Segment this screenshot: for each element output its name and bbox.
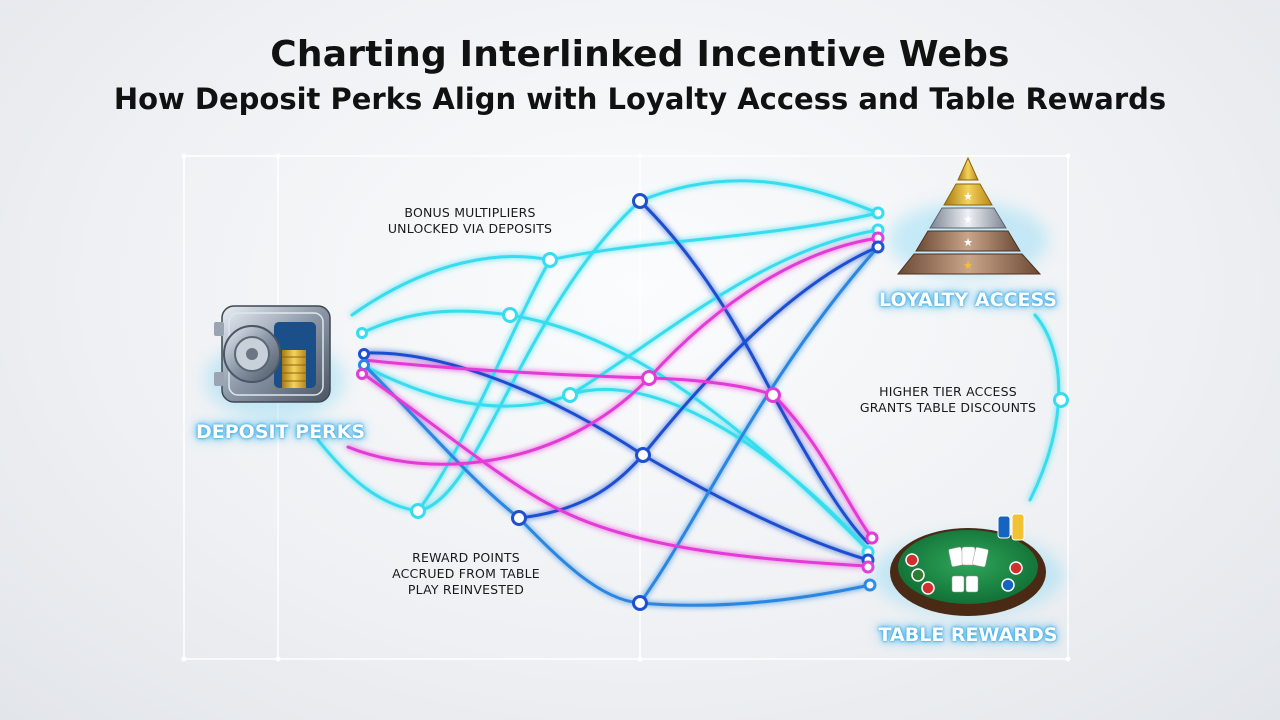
annotation-bonus-multipliers: BONUS MULTIPLIERS UNLOCKED VIA DEPOSITS <box>360 205 580 237</box>
endpoint-node <box>356 368 368 380</box>
endpoint-node <box>358 348 370 360</box>
junction-node <box>632 595 648 611</box>
curve-magenta-1 <box>360 371 870 568</box>
curve-blue-4 <box>362 363 872 607</box>
poker-table-icon <box>873 513 1063 616</box>
endpoint-node <box>871 240 885 254</box>
junction-node <box>562 387 578 403</box>
junction-node <box>1053 392 1069 408</box>
annotation-tier-access: HIGHER TIER ACCESS GRANTS TABLE DISCOUNT… <box>848 384 1048 416</box>
svg-text:★: ★ <box>963 190 973 203</box>
junction-nodes <box>356 193 1069 611</box>
endpoint-node <box>863 578 877 592</box>
curve-cyan-3 <box>360 228 880 408</box>
pyramid-icon: ★ ★ ★ ★ <box>888 156 1048 278</box>
svg-text:★: ★ <box>963 213 973 226</box>
svg-text:★: ★ <box>963 259 973 272</box>
annotation-line: UNLOCKED VIA DEPOSITS <box>387 221 553 236</box>
curve-cyan-5 <box>416 258 552 513</box>
endpoint-node <box>871 206 885 220</box>
junction-node <box>511 510 527 526</box>
junction-node <box>641 370 657 386</box>
annotation-reward-points: REWARD POINTS ACCRUED FROM TABLE PLAY RE… <box>366 550 566 598</box>
junction-node <box>635 447 651 463</box>
junction-node <box>542 252 558 268</box>
page-subtitle: How Deposit Perks Align with Loyalty Acc… <box>113 82 1167 116</box>
annotation-line: ACCRUED FROM TABLE <box>392 566 540 581</box>
endpoint-node <box>356 327 368 339</box>
table-rewards-label: TABLE REWARDS <box>878 624 1058 646</box>
junction-node <box>765 387 781 403</box>
curve-cyan-1 <box>350 211 880 317</box>
curve-cyan-7 <box>1028 313 1061 502</box>
vault-icon <box>205 305 345 420</box>
annotation-line: BONUS MULTIPLIERS <box>404 205 536 220</box>
curve-magenta-3 <box>362 358 874 540</box>
junction-node <box>632 193 648 209</box>
annotation-line: REWARD POINTS <box>412 550 520 565</box>
annotation-line: GRANTS TABLE DISCOUNTS <box>859 400 1037 415</box>
svg-text:★: ★ <box>963 236 973 249</box>
curve-blue-2 <box>638 199 870 545</box>
frame-corner-dots <box>181 153 1071 662</box>
endpoint-node <box>861 560 875 574</box>
curve-blue-5 <box>638 245 880 605</box>
junction-node <box>502 307 518 323</box>
loyalty-access-label: LOYALTY ACCESS <box>879 289 1057 311</box>
curve-cyan-2 <box>360 309 872 554</box>
page-title: Charting Interlinked Incentive Webs <box>270 34 1010 75</box>
annotation-line: PLAY REINVESTED <box>407 582 525 597</box>
curve-blue-1 <box>362 351 870 562</box>
junction-node <box>410 503 426 519</box>
annotation-line: HIGHER TIER ACCESS <box>879 384 1017 399</box>
deposit-perks-label: DEPOSIT PERKS <box>196 421 366 443</box>
endpoint-node <box>865 531 879 545</box>
curve-cyan-6 <box>568 387 872 554</box>
curve-cyan-4 <box>316 179 880 513</box>
curve-blue-3 <box>517 245 880 520</box>
